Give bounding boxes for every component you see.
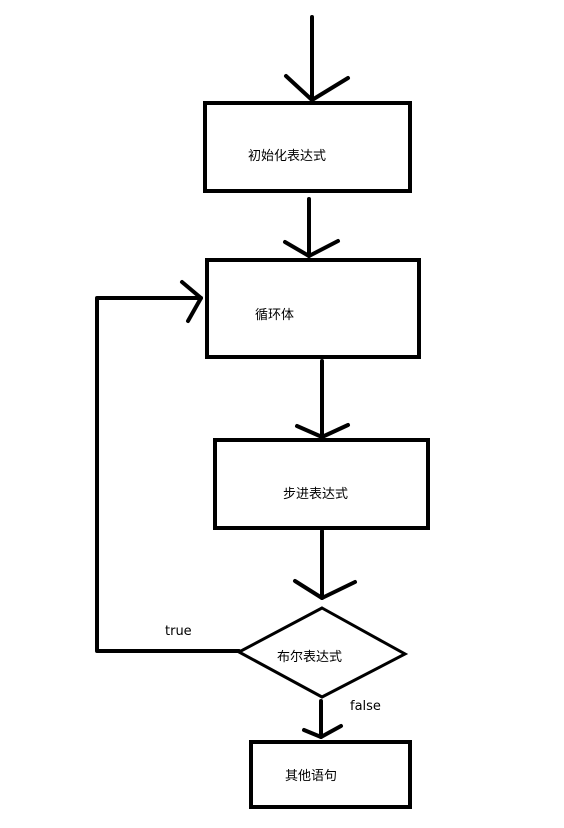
true-loop-edge: [95, 280, 241, 653]
arrow-body-to-step: [295, 359, 350, 439]
body-node: 循环体: [205, 258, 421, 359]
cond-label: 布尔表达式: [277, 650, 342, 665]
init-node: 初始化表达式: [203, 101, 412, 193]
false-edge-label: false: [350, 699, 381, 714]
entry-arrow: [284, 15, 350, 102]
true-edge-label: true: [165, 624, 192, 639]
body-label: 循环体: [255, 308, 294, 323]
init-label: 初始化表达式: [248, 149, 326, 164]
arrow-step-to-cond: [293, 529, 357, 600]
step-label: 步进表达式: [283, 487, 348, 502]
other-node: 其他语句: [249, 740, 412, 809]
false-edge: [302, 699, 343, 739]
arrow-init-to-body: [283, 197, 340, 258]
other-label: 其他语句: [285, 769, 337, 784]
cond-node: 布尔表达式: [235, 606, 409, 699]
step-node: 步进表达式: [213, 438, 430, 530]
